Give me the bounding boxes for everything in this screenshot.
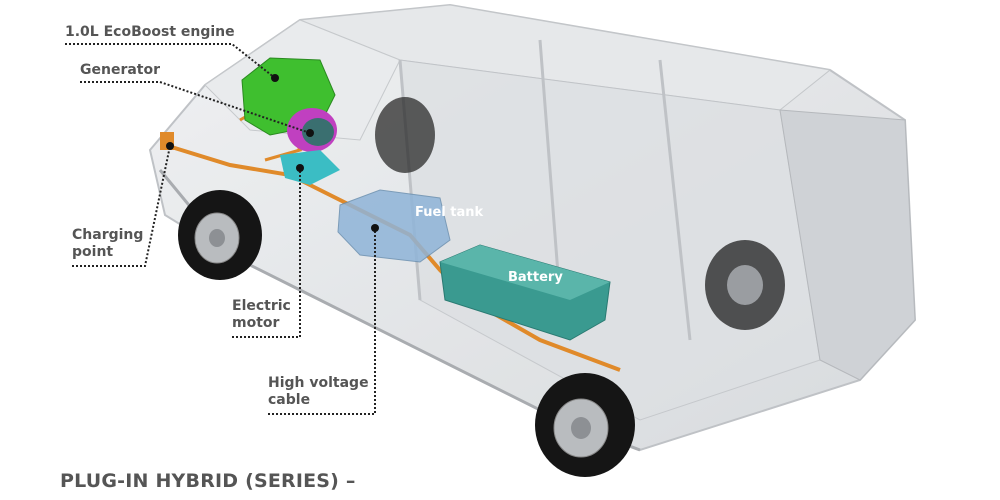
- van-body: [148, 3, 917, 452]
- front-wheel-far: [375, 97, 435, 173]
- cable-label-line2: cable: [268, 392, 311, 408]
- battery-label: Battery: [508, 270, 563, 285]
- rear-wheel-back: [705, 240, 785, 330]
- fuel-tank-component: [337, 189, 451, 263]
- diagram-title: PLUG-IN HYBRID (SERIES) –: [60, 470, 356, 492]
- charging-label-line1: Charging: [72, 227, 144, 243]
- motor-label-line1: Electric: [232, 298, 291, 314]
- leader-lines: [65, 43, 376, 415]
- engine-label: 1.0L EcoBoost engine: [65, 24, 235, 40]
- fuel-tank-label: Fuel tank: [415, 205, 484, 220]
- front-wheel: [178, 190, 262, 280]
- generator-label: Generator: [80, 62, 161, 78]
- charging-label-line2: point: [72, 244, 114, 260]
- electric-motor-component: [280, 150, 340, 185]
- charging-point-label: Charging point: [72, 227, 143, 261]
- motor-label-line2: motor: [232, 315, 280, 331]
- leader-dots: [166, 74, 379, 232]
- electric-motor-label: Electric motor: [232, 298, 291, 332]
- high-voltage-cable-label: High voltage cable: [268, 375, 369, 409]
- battery-component: [439, 244, 611, 341]
- cable-label-line1: High voltage: [268, 375, 369, 391]
- rear-wheel-front: [535, 373, 635, 477]
